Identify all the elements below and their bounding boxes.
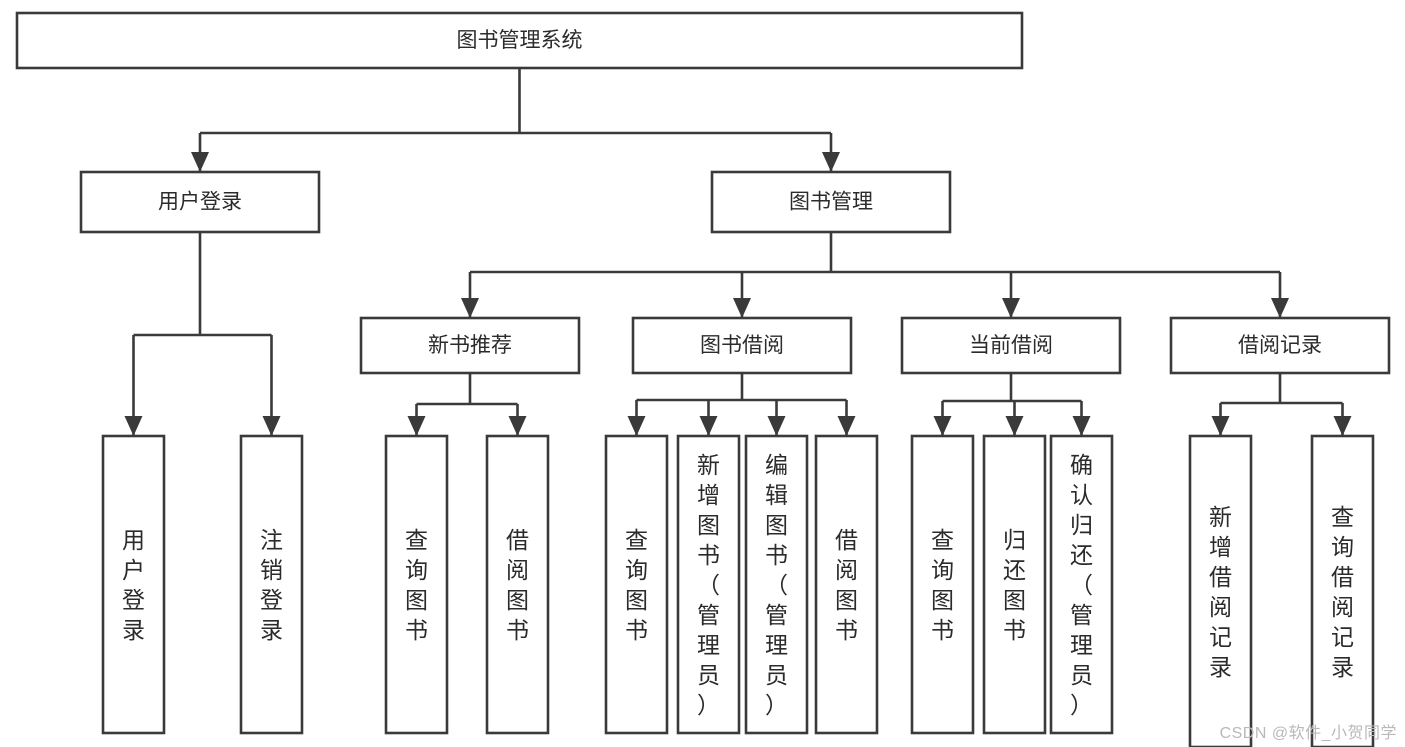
node-box (1188, 434, 1253, 747)
node-box (710, 170, 952, 234)
node-box (604, 434, 669, 735)
node-box (101, 434, 166, 735)
node-leaf-2[interactable]: 查询图书 (384, 434, 449, 735)
node-level3-1[interactable]: 图书借阅 (631, 316, 853, 375)
node-leaf-3[interactable]: 借阅图书 (485, 434, 550, 735)
node-leaf-6[interactable]: 编辑图书（管理员） (744, 434, 809, 735)
node-level3-0[interactable]: 新书推荐 (359, 316, 581, 375)
node-box (15, 11, 1024, 70)
arrow-head-icon (1005, 416, 1024, 436)
node-box (631, 316, 853, 375)
arrow-head-icon (124, 416, 143, 436)
node-box (239, 434, 304, 735)
node-box (814, 434, 879, 735)
node-box (900, 316, 1122, 375)
arrow-head-icon (822, 152, 840, 172)
node-label: 借阅图书 (506, 527, 529, 643)
node-label: 确认归还（管理员） (1070, 452, 1093, 718)
arrow-head-icon (1002, 298, 1020, 318)
node-leaf-5[interactable]: 新增图书（管理员） (676, 434, 741, 735)
node-box (1310, 434, 1375, 747)
node-label: 归还图书 (1003, 527, 1026, 643)
node-box (1169, 316, 1391, 375)
node-label: 新增图书（管理员） (697, 452, 720, 718)
node-leaf-4[interactable]: 查询图书 (604, 434, 669, 735)
node-level2-0[interactable]: 用户登录 (79, 170, 321, 234)
node-label: 借阅记录 (1238, 334, 1322, 357)
node-leaf-0[interactable]: 用户登录 (101, 434, 166, 735)
arrow-head-icon (508, 416, 527, 436)
node-label: 用户登录 (122, 527, 145, 643)
node-leaf-8[interactable]: 查询图书 (910, 434, 975, 735)
node-box (384, 434, 449, 735)
arrow-head-icon (262, 416, 281, 436)
node-leaf-9[interactable]: 归还图书 (982, 434, 1047, 735)
node-box (910, 434, 975, 735)
arrow-head-icon (1211, 416, 1230, 436)
node-box (79, 170, 321, 234)
node-leaf-1[interactable]: 注销登录 (239, 434, 304, 735)
node-label: 用户登录 (158, 191, 242, 214)
node-label: 当前借阅 (969, 334, 1053, 357)
arrow-head-icon (407, 416, 426, 436)
node-leaf-11[interactable]: 新增借阅记录 (1188, 434, 1253, 747)
node-label: 图书借阅 (700, 334, 784, 357)
node-level2-1[interactable]: 图书管理 (710, 170, 952, 234)
arrow-head-icon (733, 298, 751, 318)
node-label: 查询图书 (405, 527, 428, 643)
arrow-head-icon (837, 416, 856, 436)
node-box (1049, 434, 1114, 735)
arrow-head-icon (699, 416, 718, 436)
nodes-layer: 图书管理系统用户登录图书管理新书推荐图书借阅当前借阅借阅记录用户登录注销登录查询… (15, 11, 1391, 747)
node-label: 查询图书 (625, 527, 648, 643)
node-label: 新书推荐 (428, 334, 512, 357)
arrow-head-icon (1271, 298, 1289, 318)
node-label: 图书管理 (789, 191, 873, 214)
node-box (359, 316, 581, 375)
arrow-head-icon (933, 416, 952, 436)
node-label: 编辑图书（管理员） (765, 452, 788, 718)
node-label: 注销登录 (260, 527, 283, 643)
node-box (485, 434, 550, 735)
node-box (982, 434, 1047, 735)
node-level3-2[interactable]: 当前借阅 (900, 316, 1122, 375)
arrow-head-icon (1333, 416, 1352, 436)
connectors-layer (124, 68, 1352, 436)
watermark-text: CSDN @软件_小贺同学 (1219, 725, 1397, 742)
arrow-head-icon (767, 416, 786, 436)
node-leaf-7[interactable]: 借阅图书 (814, 434, 879, 735)
node-root[interactable]: 图书管理系统 (15, 11, 1024, 70)
arrow-head-icon (627, 416, 646, 436)
node-level3-3[interactable]: 借阅记录 (1169, 316, 1391, 375)
node-box (744, 434, 809, 735)
node-leaf-10[interactable]: 确认归还（管理员） (1049, 434, 1114, 735)
arrow-head-icon (191, 152, 209, 172)
node-label: 查询图书 (931, 527, 954, 643)
node-leaf-12[interactable]: 查询借阅记录 (1310, 434, 1375, 747)
node-box (676, 434, 741, 735)
node-label: 查询借阅记录 (1331, 504, 1354, 680)
node-label: 图书管理系统 (457, 29, 583, 52)
node-label: 借阅图书 (835, 527, 858, 643)
arrow-head-icon (461, 298, 479, 318)
node-label: 新增借阅记录 (1209, 504, 1232, 680)
arrow-head-icon (1072, 416, 1091, 436)
